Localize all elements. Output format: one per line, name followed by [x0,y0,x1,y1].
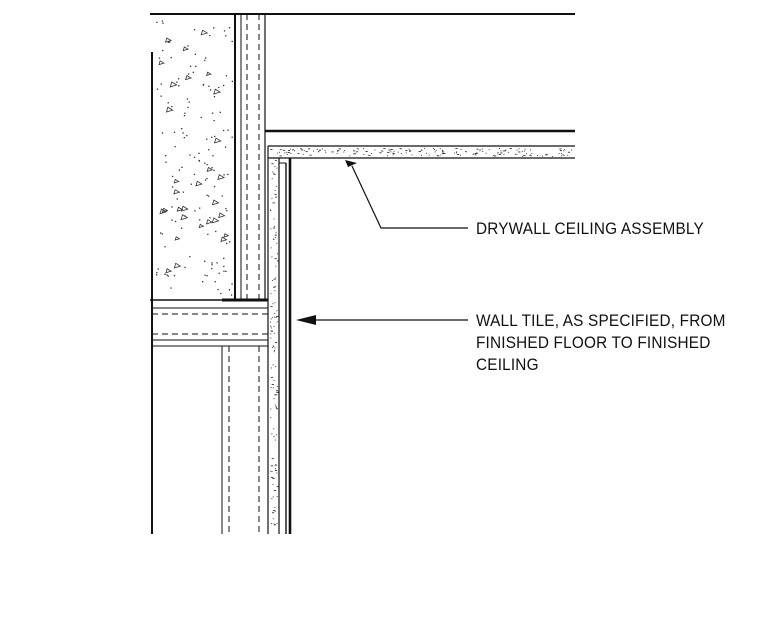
wall-tile-annotation: WALL TILE, AS SPECIFIED, FROM FINISHED F… [476,310,726,376]
ceiling-leader-arrowhead [345,160,357,167]
structure-slab [150,13,575,302]
tile-leader [296,315,468,325]
drywall-ceiling [265,129,575,300]
concrete-wall [151,14,236,534]
wall-tile-annotation-line: WALL TILE, AS SPECIFIED, FROM [476,312,726,330]
gypsum-hatch [270,148,572,526]
wall-gypsum-board [267,158,280,534]
head-track [152,307,268,347]
stud-framing [221,14,266,534]
ceiling-annotation: DRYWALL CEILING ASSEMBLY [476,220,704,238]
concrete-hatch [156,20,233,296]
ceiling-leader [345,160,468,229]
tile-leader-arrowhead [296,315,316,325]
wall-tile-annotation-line: FINISHED FLOOR TO FINISHED [476,334,711,352]
wall-tile [279,158,292,534]
wall-tile-annotation-line: CEILING [476,356,539,374]
